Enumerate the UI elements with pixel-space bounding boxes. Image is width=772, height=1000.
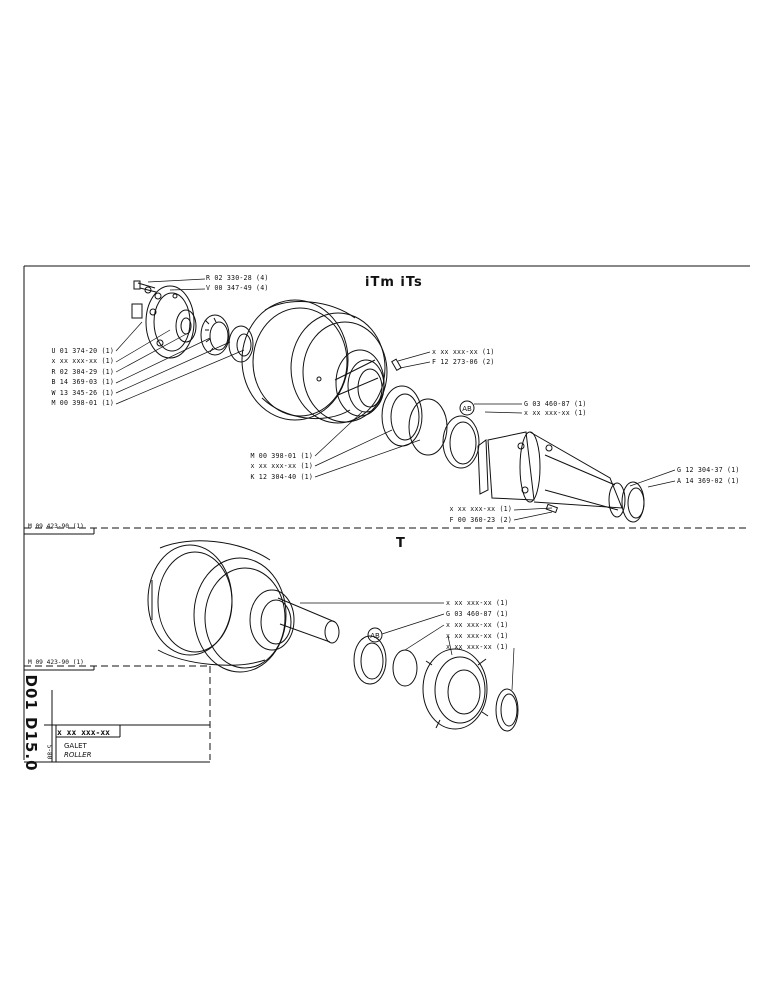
upper-roller-body — [241, 299, 388, 424]
assembly-part-number: x xx xxx-xx — [57, 728, 110, 737]
upper-bearing-cone — [200, 314, 254, 363]
part-label: F 00 360-23 (2) — [449, 516, 512, 524]
part-label: x xx xxx-xx (1) — [51, 357, 114, 365]
upper-cover-plate — [131, 280, 197, 359]
svg-text:AB: AB — [462, 405, 472, 413]
part-label: G 12 304-37 (1) — [677, 466, 740, 474]
document-number: D01 D15.0 — [22, 674, 40, 772]
part-label: x xx xxx-xx (1) — [432, 348, 495, 356]
svg-text:AB: AB — [370, 632, 380, 640]
variant-badge: T — [396, 536, 406, 551]
part-label: R 02 304-29 (1) — [51, 368, 114, 376]
part-label: M 00 398-01 (1) — [51, 399, 114, 407]
part-label: W 13 345-26 (1) — [51, 389, 114, 397]
part-label: B 14 369-03 (1) — [51, 378, 114, 386]
part-label: x xx xxx-xx (1) — [449, 505, 512, 513]
machine-model-badge: iTm iTs — [365, 275, 423, 290]
part-label: U 01 374-20 (1) — [51, 347, 114, 355]
title-block-lines — [44, 690, 210, 762]
frame-lines — [23, 265, 750, 763]
part-label: R 02 330-28 (4) — [206, 274, 269, 282]
assembly-name-fr: GALET — [64, 742, 87, 750]
drawing-ref-upper: M 09 423-90 (1) — [28, 523, 84, 530]
part-label: x xx xxx-xx (1) — [446, 621, 509, 629]
part-label: G 03 460-87 (1) — [524, 400, 587, 408]
upper-shaft — [477, 431, 645, 523]
lower-shaft — [277, 597, 340, 644]
part-label: A 14 369-02 (1) — [677, 477, 740, 485]
leader-lines — [115, 278, 676, 691]
assembly-name-en: ROLLER — [64, 751, 92, 759]
upper-seal-rings — [381, 358, 480, 469]
part-label: x xx xxx-xx (1) — [446, 632, 509, 640]
drawing-ref-lower: M 09 423-90 (1) — [28, 659, 84, 666]
part-label: K 12 304-40 (1) — [250, 473, 313, 481]
part-label: x xx xxx-xx (1) — [446, 599, 509, 607]
part-label: M 00 398-01 (1) — [250, 452, 313, 460]
part-label: F 12 273-06 (2) — [432, 358, 495, 366]
revision-code: 5-80 — [45, 744, 53, 760]
part-label: x xx xxx-xx (1) — [250, 462, 313, 470]
part-label: V 00 347-49 (4) — [206, 284, 269, 292]
part-label: x xx xxx-xx (1) — [446, 643, 509, 651]
lower-roller-body — [147, 540, 295, 673]
part-label: x xx xxx-xx (1) — [524, 409, 587, 417]
seal-kit-symbols: AB AB — [367, 400, 475, 643]
part-label: G 03 460-87 (1) — [446, 610, 509, 618]
